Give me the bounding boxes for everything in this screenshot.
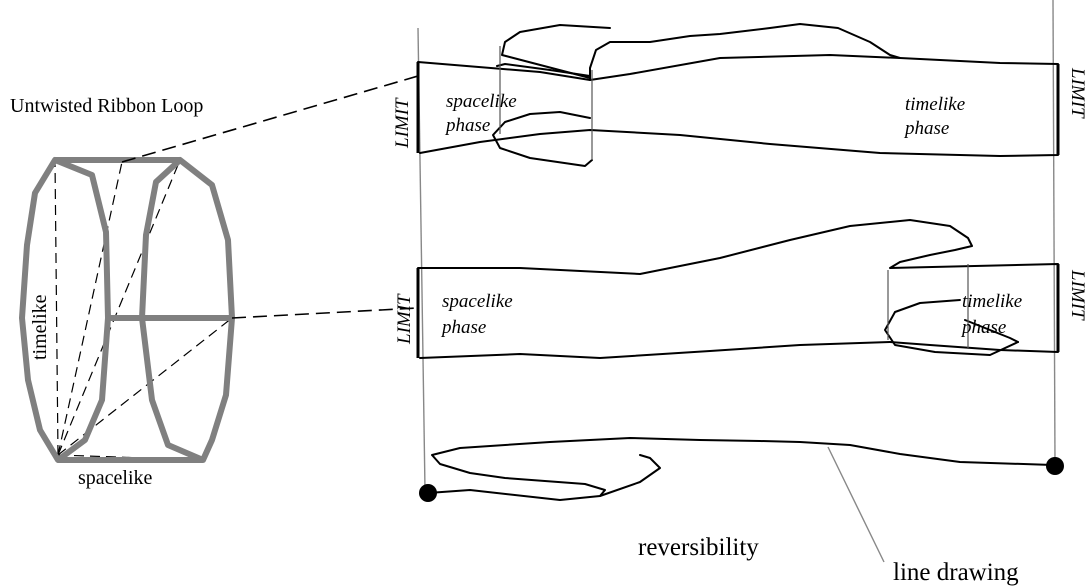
cylinder-dash-1 [54, 159, 59, 456]
middle-right-phase-line2: phase [960, 317, 1006, 338]
top-ribbon-curl [501, 24, 611, 79]
top-left-phase-line2: phase [444, 115, 490, 136]
middle-ribbon: LIMIT LIMIT spacelike phase timelike pha… [394, 219, 1087, 359]
left-end-dot [419, 484, 437, 502]
middle-left-phase-line2: phase [440, 317, 486, 338]
middle-left-limit: LIMIT [394, 293, 415, 345]
cylinder-dash-3 [57, 159, 181, 456]
reversibility-line: reversibility line drawing [419, 437, 1064, 586]
top-left-limit: LIMIT [392, 97, 413, 149]
middle-right-phase-line1: timelike [962, 291, 1022, 312]
cylinder-dash-2 [57, 161, 123, 456]
top-ribbon: LIMIT LIMIT spacelike phase timelike pha… [392, 23, 1087, 167]
line-drawing-label: line drawing [893, 559, 1019, 586]
projection-line-top [121, 75, 419, 163]
top-left-phase-line1: spacelike [446, 91, 517, 112]
ribbon-loop-cylinder: Untwisted Ribbon Loop timelike spacelike [10, 95, 235, 489]
right-rail [1052, 0, 1056, 466]
reversibility-label: reversibility [638, 534, 759, 561]
reversibility-hook [599, 454, 661, 497]
spacelike-axis-label: spacelike [78, 467, 153, 489]
top-ribbon-lower-curl [492, 111, 593, 167]
middle-left-phase-line1: spacelike [442, 291, 513, 312]
loop-title: Untwisted Ribbon Loop [10, 95, 203, 117]
line-drawing-pointer [827, 446, 885, 563]
cylinder-front-ellipse [139, 157, 235, 463]
top-ribbon-fold [589, 23, 901, 81]
reversibility-curve [427, 437, 1054, 501]
middle-ribbon-lower-curl [884, 299, 1019, 356]
top-right-limit: LIMIT [1067, 67, 1087, 119]
middle-ribbon-inner-curl [964, 319, 1019, 343]
top-right-phase-line2: phase [903, 118, 949, 139]
middle-right-limit: LIMIT [1067, 269, 1087, 321]
right-end-dot [1046, 457, 1064, 475]
top-right-phase-line1: timelike [905, 94, 965, 115]
timelike-axis-label: timelike [29, 294, 51, 360]
projection-line-middle [231, 307, 419, 319]
middle-ribbon-outline [417, 219, 1059, 359]
top-ribbon-inner-curl [496, 63, 591, 77]
